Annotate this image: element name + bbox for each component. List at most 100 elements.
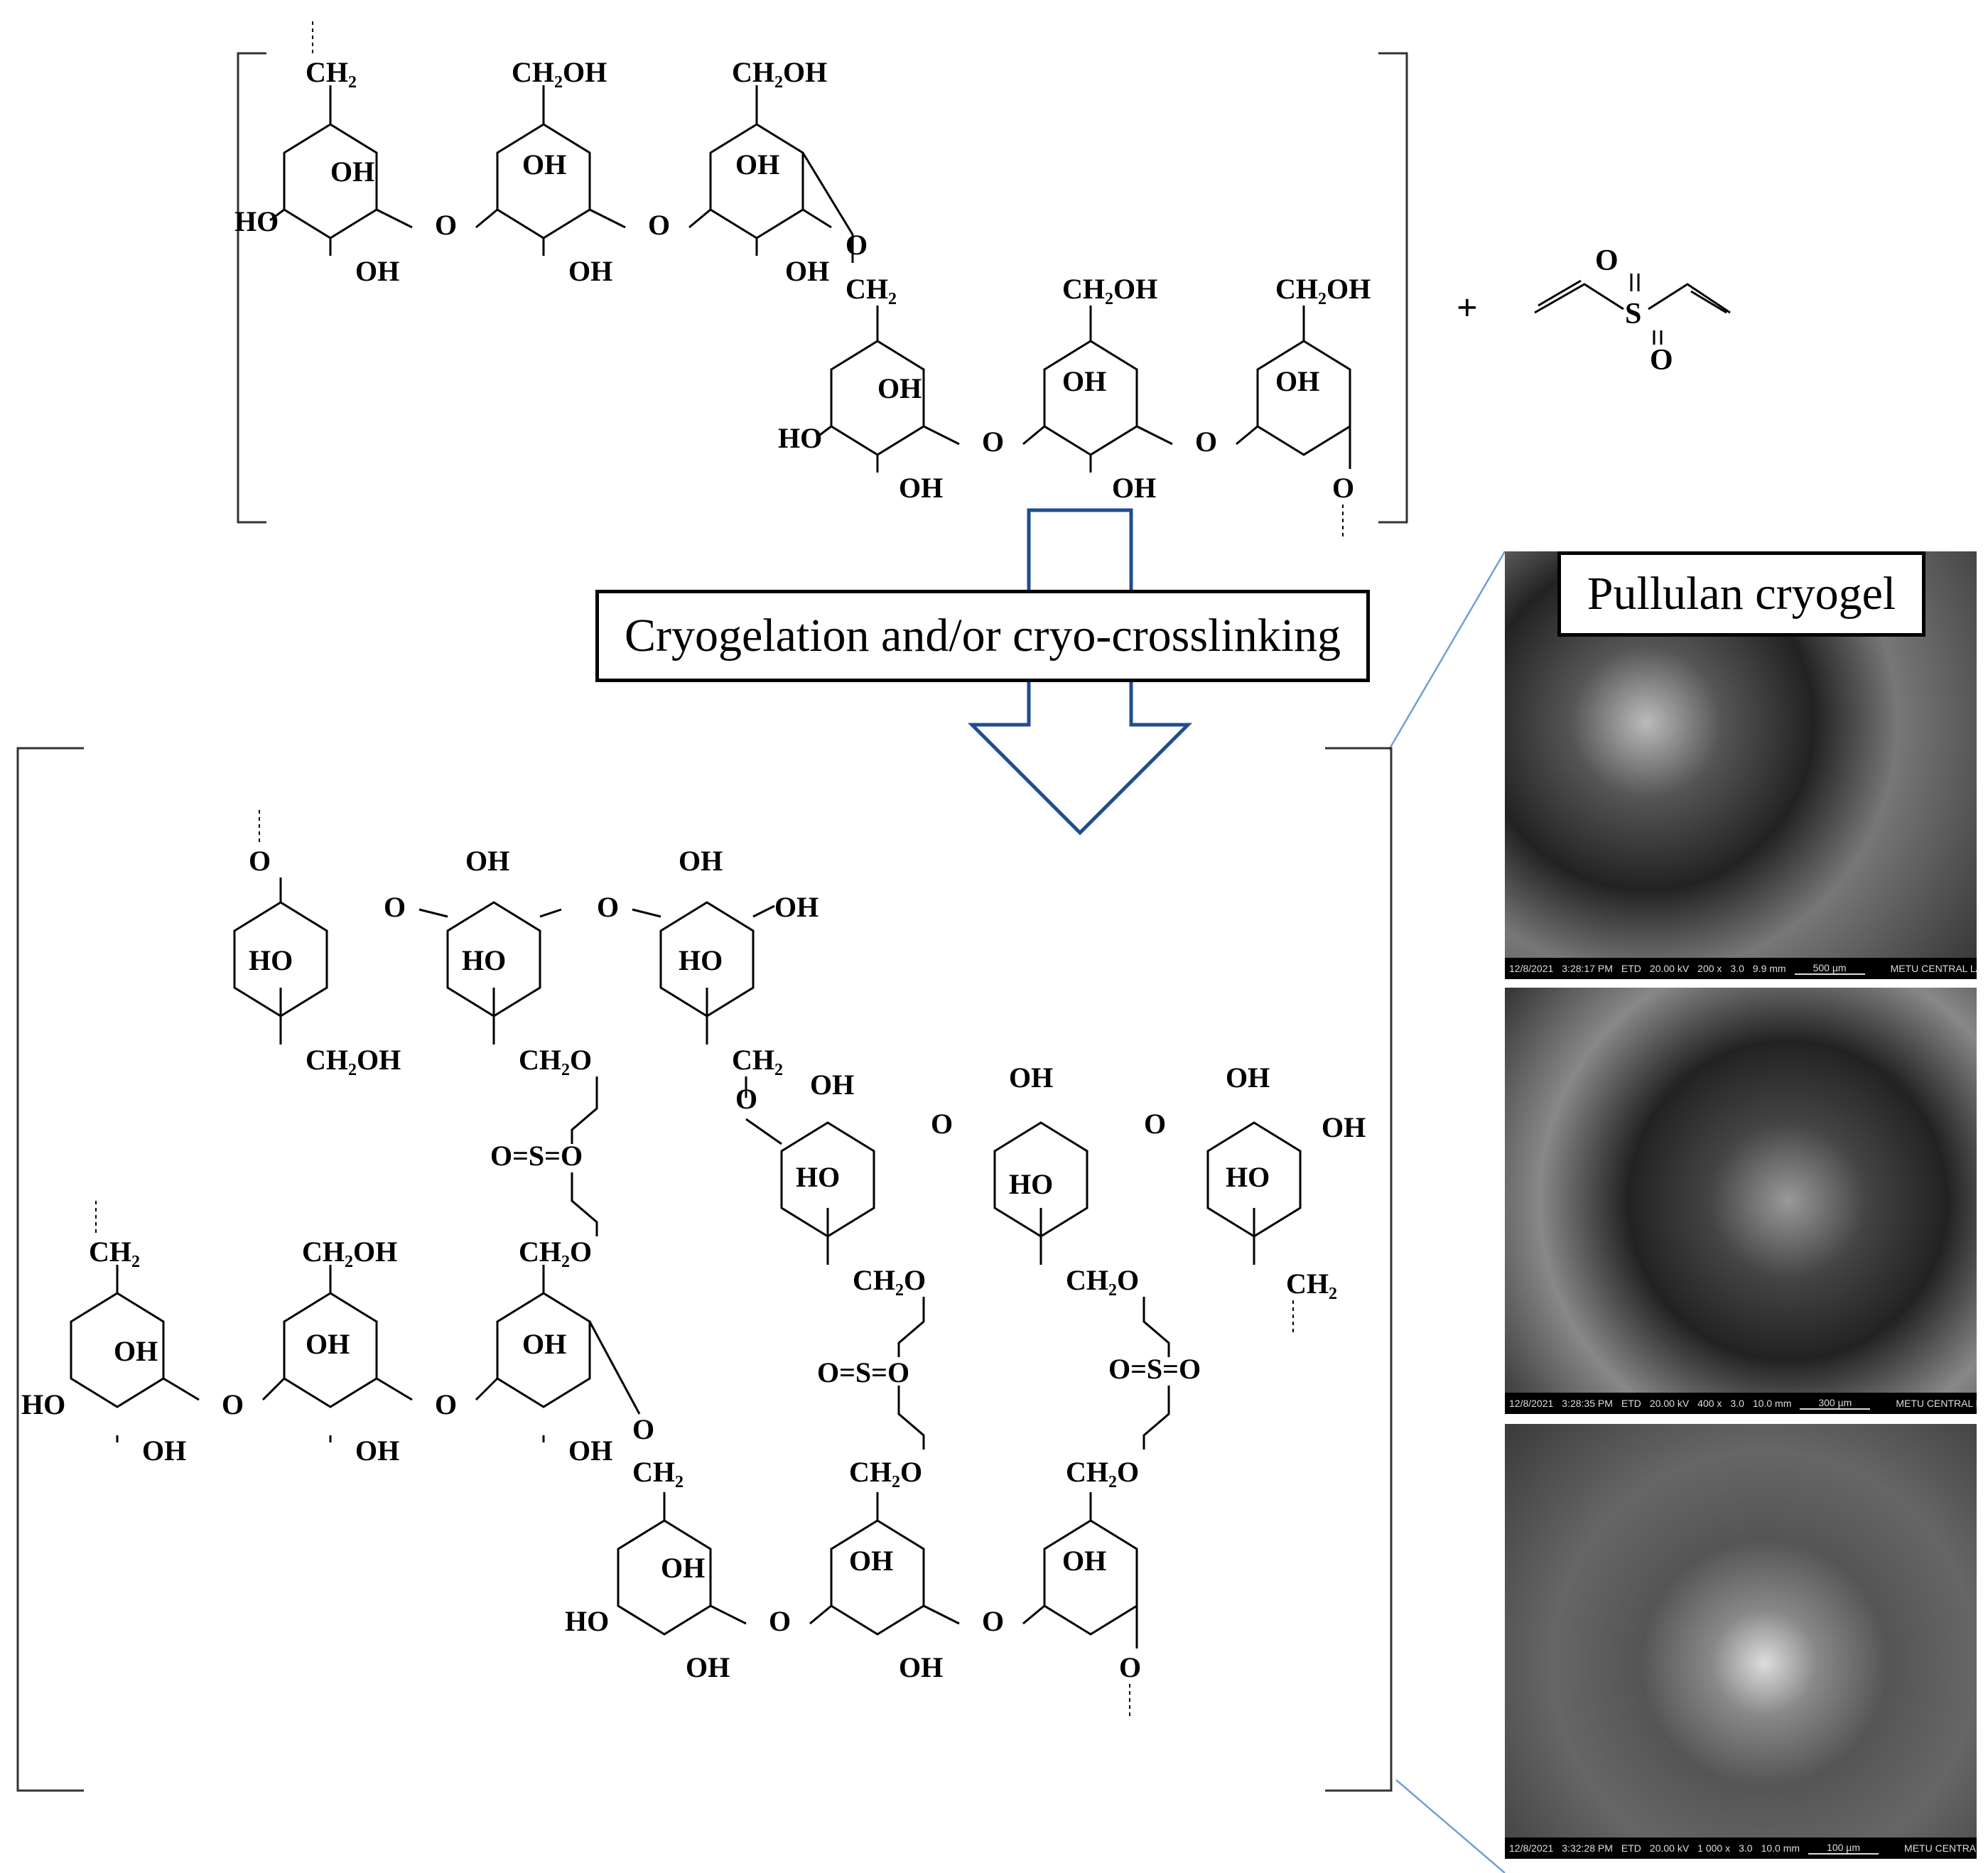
- oh-label: OH: [355, 1435, 399, 1467]
- sem-scale-bar: 100 µm: [1808, 1842, 1879, 1855]
- sem-time: 3:28:35 PM: [1562, 1398, 1613, 1409]
- oh-label: OH: [568, 1435, 612, 1467]
- oh-label: OH: [1226, 1062, 1270, 1094]
- oh-label: OH: [849, 1545, 893, 1577]
- ch2oh-label: CH₂OH: [1062, 273, 1157, 305]
- ch2o-label: CH₂O: [853, 1264, 926, 1296]
- sem-time: 3:28:17 PM: [1562, 963, 1613, 974]
- o-label: O: [1195, 426, 1217, 458]
- reaction-condition-label: Cryogelation and/or cryo-crosslinking: [595, 590, 1370, 682]
- ch2o-label: CH₂O: [1066, 1456, 1139, 1488]
- ch2oh-label: CH₂OH: [732, 56, 827, 88]
- sem-hv: 20.00 kV: [1649, 963, 1690, 974]
- sulfone-label: O=S=O: [490, 1140, 583, 1172]
- sem-wd: 9.9 mm: [1752, 963, 1786, 974]
- ch2-label: CH₂: [306, 56, 357, 88]
- oh-label: OH: [306, 1328, 350, 1360]
- s-label: S: [1625, 298, 1641, 330]
- oh-label: OH: [810, 1069, 854, 1101]
- crosslinked-network: O OH OH OH O O HO HO HO CH₂OH CH₂O CH₂ O…: [16, 747, 1393, 1792]
- oh-label: OH: [679, 845, 723, 877]
- sulfone-label: O=S=O: [1108, 1353, 1201, 1385]
- sem-det: ETD: [1621, 1398, 1641, 1409]
- ch2o-label: CH₂O: [1066, 1264, 1139, 1296]
- ho-label: HO: [778, 422, 822, 454]
- sem-image-3: 12/8/2021 3:32:28 PM ETD 20.00 kV 1 000 …: [1505, 1424, 1977, 1859]
- o-label: O: [931, 1108, 953, 1140]
- ho-label: HO: [679, 944, 723, 976]
- zoom-line-top: [1388, 551, 1506, 750]
- oh-label: OH: [735, 149, 779, 180]
- oh-label: OH: [142, 1435, 186, 1467]
- sem-date: 12/8/2021: [1509, 963, 1554, 974]
- o-label: O: [735, 1083, 757, 1115]
- o-label: O: [982, 1605, 1004, 1637]
- o-label: O: [1595, 244, 1619, 277]
- o-label: O: [222, 1388, 244, 1420]
- bracket-right-bottom: [1325, 747, 1393, 1792]
- o-label: O: [1650, 344, 1673, 377]
- sem-lab: METU CENTRAL LAB: [1904, 1842, 1977, 1854]
- o-label: O: [982, 426, 1004, 458]
- o-label: O: [769, 1605, 791, 1637]
- sem-hv: 20.00 kV: [1649, 1842, 1690, 1854]
- ch2oh-label: CH₂OH: [1275, 273, 1371, 305]
- sem-lab: METU CENTRAL LAB: [1890, 963, 1977, 974]
- oh-label: OH: [1009, 1062, 1053, 1094]
- bracket-right-top: [1378, 52, 1408, 524]
- ho-label: HO: [796, 1161, 840, 1193]
- zoom-line-bottom: [1395, 1779, 1506, 1873]
- sem-det: ETD: [1621, 1842, 1641, 1854]
- o-label: O: [632, 1413, 654, 1445]
- plus-sign: +: [1457, 288, 1478, 328]
- ch2-label: CH₂: [89, 1236, 140, 1268]
- sem-spot: 3.0: [1730, 963, 1744, 974]
- sem-mag: 1 000 x: [1697, 1842, 1731, 1854]
- sem-image-2: 12/8/2021 3:28:35 PM ETD 20.00 kV 400 x …: [1505, 988, 1977, 1414]
- oh-label: OH: [877, 372, 922, 404]
- oh-label: OH: [1112, 472, 1156, 504]
- ho-label: HO: [249, 944, 293, 976]
- ho-label: HO: [462, 944, 506, 976]
- ch2o-label: CH₂O: [849, 1456, 922, 1488]
- sem-det: ETD: [1621, 963, 1641, 974]
- o-label: O: [1144, 1108, 1166, 1140]
- ch2-label: CH₂: [1286, 1268, 1337, 1300]
- oh-label: OH: [1322, 1111, 1366, 1143]
- o-label: O: [435, 1388, 457, 1420]
- sem-title: Pullulan cryogel: [1557, 551, 1925, 637]
- ch2o-label: CH₂O: [519, 1236, 592, 1268]
- sem-mag: 200 x: [1697, 963, 1722, 974]
- oh-label: OH: [785, 255, 829, 287]
- sem-scale-bar: 300 µm: [1800, 1397, 1871, 1410]
- ch2o-label: CH₂O: [519, 1044, 592, 1076]
- oh-label: OH: [114, 1335, 158, 1367]
- ch2oh-label: CH₂OH: [302, 1236, 397, 1268]
- o-label: O: [249, 845, 271, 877]
- sem-hv: 20.00 kV: [1649, 1398, 1690, 1409]
- ch2oh-label: CH₂OH: [306, 1044, 401, 1076]
- oh-label: OH: [465, 845, 509, 877]
- sulfone-label: O=S=O: [817, 1356, 909, 1388]
- o-label: O: [597, 891, 619, 923]
- ho-label: HO: [234, 205, 279, 237]
- bracket-left-bottom: [16, 747, 84, 1792]
- oh-label: OH: [661, 1552, 705, 1584]
- oh-label: OH: [330, 156, 374, 188]
- ho-label: HO: [21, 1388, 65, 1420]
- o-label: O: [648, 209, 670, 241]
- oh-label: OH: [686, 1651, 730, 1683]
- sem-wd: 10.0 mm: [1761, 1842, 1800, 1854]
- sem-wd: 10.0 mm: [1752, 1398, 1792, 1409]
- oh-label: OH: [774, 891, 819, 923]
- ch2oh-label: CH₂OH: [512, 56, 607, 88]
- o-label: O: [1119, 1651, 1141, 1683]
- ch2-label: CH₂: [846, 273, 897, 305]
- oh-label: OH: [899, 1651, 943, 1683]
- pullulan-structure: CH₂ CH₂OH CH₂OH OH OH OH HO O O O OH OH …: [234, 21, 1408, 540]
- oh-label: OH: [1062, 365, 1106, 397]
- sem-lab: METU CENTRAL LAB: [1896, 1398, 1977, 1409]
- sem-spot: 3.0: [1730, 1398, 1744, 1409]
- ho-label: HO: [565, 1605, 609, 1637]
